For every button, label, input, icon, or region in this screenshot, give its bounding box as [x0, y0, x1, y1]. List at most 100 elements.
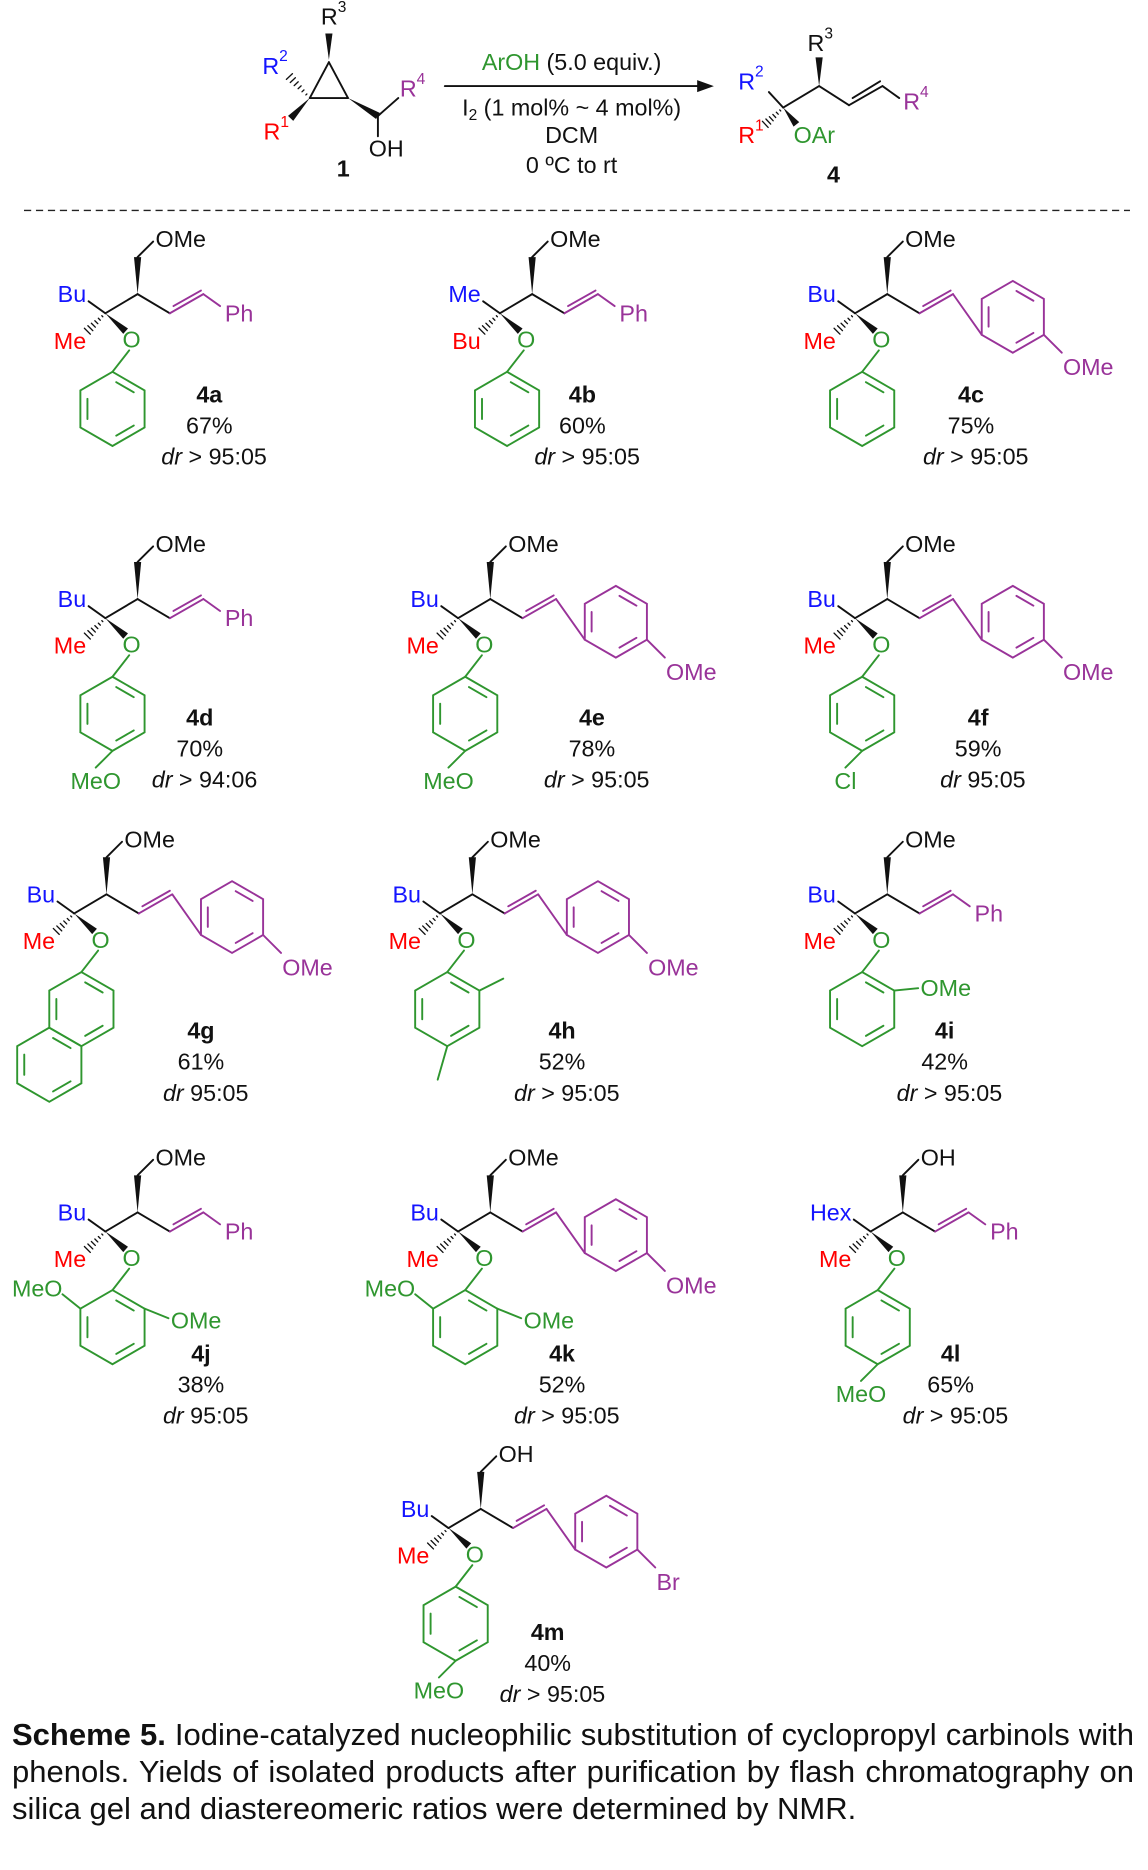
wedge-bond [288, 98, 310, 121]
hash-bond [833, 927, 841, 936]
dr-prefix: dr [500, 1681, 522, 1707]
ortho-substituent-label: OMe [921, 975, 971, 1001]
aryl-substituent-label: OMe [1063, 659, 1113, 685]
aryloxy-ring [414, 970, 481, 1048]
caption-text: Iodine-catalyzed nucleophilic substituti… [12, 1717, 1134, 1826]
product-r2-sup: 2 [755, 63, 764, 80]
bond [886, 293, 921, 315]
hash-bond [87, 629, 94, 637]
bond [531, 293, 566, 315]
naphthalene-ring [16, 1026, 83, 1103]
ortho-substituent-label: OMe [524, 1308, 574, 1334]
wedge-bond [448, 1528, 472, 1549]
dr-label: dr > 95:05 [514, 1403, 620, 1429]
aryl-substituent-label: Br [656, 1569, 680, 1595]
bond [440, 1218, 459, 1233]
wedge-bond [854, 618, 878, 639]
bond [922, 889, 952, 908]
hash-bond [836, 925, 844, 932]
bond [861, 654, 880, 678]
hash-bond [305, 93, 308, 96]
aryloxy-ring [844, 1289, 911, 1366]
aryl-ring [574, 1494, 639, 1569]
bond [628, 934, 648, 954]
product-r4-sup: 4 [920, 84, 929, 101]
wedge-bond [105, 1231, 129, 1253]
dr-prefix: dr [163, 1080, 185, 1106]
bond [881, 85, 901, 99]
compound-id: 4a [196, 382, 223, 408]
hash-bond [847, 622, 851, 626]
hash-bond [435, 915, 439, 918]
bond [512, 1507, 548, 1529]
hash-bond [436, 632, 444, 640]
hash-bond [481, 325, 489, 332]
top-group-label: OMe [905, 531, 955, 557]
bond [901, 1158, 920, 1177]
hash-bond [443, 1240, 449, 1247]
aromatic-bond [1015, 594, 1035, 607]
bond [87, 300, 107, 315]
hash-bond [772, 113, 777, 119]
dr-label: dr 95:05 [940, 767, 1025, 793]
aryloxy-ring [473, 370, 541, 448]
wedge-bond [477, 1471, 485, 1509]
r1-label: Me [54, 328, 86, 354]
bond [886, 598, 921, 620]
dr-value: > 95:05 [917, 1080, 1002, 1106]
aromatic-bond [458, 1639, 478, 1652]
hash-bond [843, 320, 849, 325]
bond [937, 1207, 968, 1226]
wedge-bond [486, 1175, 494, 1213]
bond [818, 85, 850, 107]
bond [537, 893, 568, 936]
reactant-r2-sup: 2 [279, 48, 288, 65]
wedge-bond [458, 618, 481, 639]
hash-bond [90, 627, 96, 633]
bond [848, 85, 884, 107]
wedge-bond [325, 33, 333, 60]
hash-bond [453, 1233, 457, 1236]
wedge-bond [883, 257, 891, 295]
top-group-label: OH [921, 1144, 956, 1170]
reagent-label: ArOH (5.0 equiv.) [482, 49, 662, 75]
hash-bond [836, 325, 844, 332]
temperature-label: 0 ºC to rt [526, 152, 618, 178]
aromatic-bond [1015, 636, 1035, 649]
bond [471, 893, 506, 915]
figure-caption: Scheme 5. Iodine-catalyzed nucleophilic … [12, 1716, 1134, 1827]
r1-label: Me [803, 928, 835, 954]
reactant-oh: OH [369, 135, 404, 161]
methyl-bond [478, 977, 505, 992]
aromatic-bond [234, 932, 254, 944]
bond [918, 893, 954, 915]
bond [886, 545, 904, 563]
aryl-substituent-label: OMe [1063, 354, 1113, 380]
arrow-head [697, 80, 714, 93]
bond [143, 1307, 170, 1320]
bond [437, 1659, 457, 1679]
aromatic-bond [84, 981, 104, 994]
product-r2-base: R [738, 68, 755, 94]
product-r1: R1 [738, 117, 763, 148]
reactant-r1-base: R [264, 119, 281, 145]
aromatic-bond [864, 381, 885, 394]
bond [73, 893, 108, 915]
wedge-bond [105, 313, 129, 334]
yield-label: 52% [539, 1049, 586, 1075]
hash-bond [432, 917, 436, 922]
dr-prefix: dr [923, 444, 945, 470]
bond [137, 893, 174, 915]
product-r4: R4 [903, 84, 929, 115]
hash-bond [492, 317, 496, 321]
bond [767, 91, 785, 109]
hash-bond [87, 1243, 94, 1250]
bond [104, 1211, 139, 1233]
aromatic-bond [618, 636, 638, 649]
hash-bond [843, 624, 849, 630]
hash-bond [418, 927, 426, 936]
hash-bond [775, 111, 779, 115]
hash-bond [450, 1235, 454, 1240]
hash-bond [847, 317, 851, 321]
compound-id: 4j [191, 1340, 210, 1366]
